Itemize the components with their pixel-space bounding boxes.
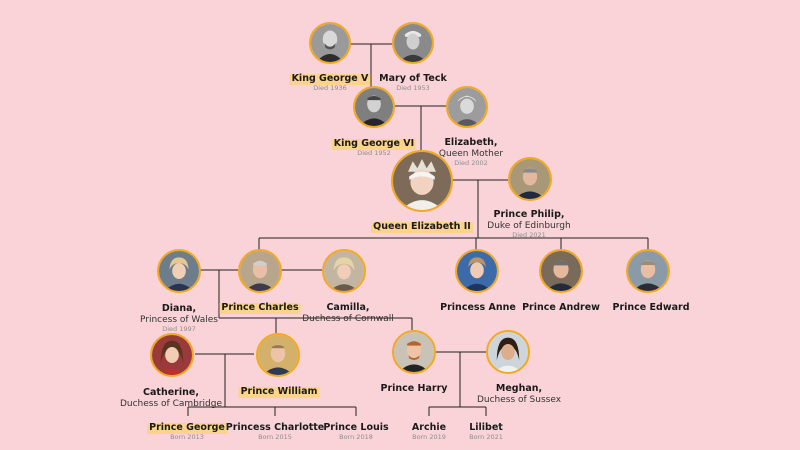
camilla-portrait <box>322 249 366 293</box>
prince-louis-name: Prince Louis <box>323 422 389 433</box>
prince-andrew-portrait <box>539 249 583 293</box>
prince-edward-name: Prince Edward <box>612 302 690 313</box>
queen-mother-title: Queen Mother <box>438 149 504 160</box>
mary-of-teck-note: Died 1953 <box>396 84 430 93</box>
catherine-name: Catherine, <box>143 387 199 398</box>
queen-elizabeth-ii-portrait <box>391 150 453 212</box>
queen-mother-portrait <box>446 86 488 128</box>
king-george-v-note: Died 1936 <box>313 84 347 93</box>
lilibet-note: Born 2021 <box>469 433 503 442</box>
diana-name: Diana, <box>161 303 197 314</box>
queen-mother-name: Elizabeth, <box>444 137 498 148</box>
queen-elizabeth-ii-name: Queen Elizabeth II <box>371 221 473 233</box>
mary-of-teck-name: Mary of Teck <box>379 73 447 84</box>
diana-note: Died 1997 <box>162 324 196 333</box>
prince-william-name: Prince William <box>238 386 320 398</box>
mary-of-teck-portrait <box>392 22 434 64</box>
princess-charlotte-name: Princess Charlotte <box>225 422 325 433</box>
king-george-vi-note: Died 1952 <box>357 149 391 158</box>
catherine-title: Duchess of Cambridge <box>119 399 223 410</box>
archie-note: Born 2019 <box>412 433 446 442</box>
king-george-vi-name: King George VI <box>331 138 417 150</box>
prince-george-name: Prince George <box>147 422 227 434</box>
prince-harry-portrait <box>392 330 436 374</box>
diana-title: Princess of Wales <box>140 315 218 326</box>
king-george-v-name: King George V <box>289 73 371 85</box>
prince-philip-title: Duke of Edinburgh <box>487 221 571 232</box>
king-george-v-portrait <box>309 22 351 64</box>
prince-edward-portrait <box>626 249 670 293</box>
prince-philip-note: Died 2021 <box>512 230 546 239</box>
meghan-title: Duchess of Sussex <box>476 395 562 406</box>
prince-philip-name: Prince Philip, <box>493 209 565 220</box>
prince-louis-note: Born 2018 <box>339 433 373 442</box>
prince-andrew-name: Prince Andrew <box>522 302 600 313</box>
prince-george-note: Born 2013 <box>170 433 204 442</box>
king-george-vi-portrait <box>353 86 395 128</box>
catherine-portrait <box>150 333 194 377</box>
meghan-portrait <box>486 330 530 374</box>
archie-name: Archie <box>411 422 447 433</box>
diana-portrait <box>157 249 201 293</box>
prince-philip-portrait <box>508 157 552 201</box>
meghan-name: Meghan, <box>495 383 543 394</box>
queen-mother-note: Died 2002 <box>454 158 488 167</box>
camilla-title: Duchess of Cornwall <box>302 314 394 325</box>
prince-harry-name: Prince Harry <box>380 383 448 394</box>
princess-charlotte-note: Born 2015 <box>258 433 292 442</box>
prince-charles-name: Prince Charles <box>219 302 301 314</box>
camilla-name: Camilla, <box>326 302 370 313</box>
princess-anne-name: Princess Anne <box>440 302 516 313</box>
princess-anne-portrait <box>455 249 499 293</box>
prince-charles-portrait <box>238 249 282 293</box>
lilibet-name: Lilibet <box>469 422 503 433</box>
prince-william-portrait <box>256 333 300 377</box>
